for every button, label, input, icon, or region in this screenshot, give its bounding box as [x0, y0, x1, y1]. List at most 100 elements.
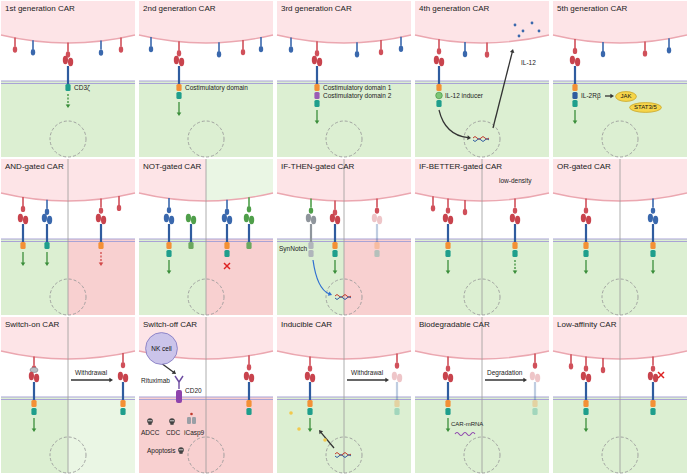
signal-domain [436, 84, 441, 91]
scfv [47, 216, 52, 224]
signal-arrow [22, 252, 23, 263]
antigen-stalk [316, 41, 318, 50]
skull-eye [150, 420, 151, 421]
target-membrane [1, 35, 135, 43]
panel: Biodegradable CAR [415, 317, 549, 473]
panel-ground [1, 317, 135, 473]
antigen [446, 365, 450, 371]
scfv [186, 214, 191, 222]
scfv [249, 374, 254, 382]
scfv [330, 214, 335, 222]
antigen [117, 205, 121, 211]
scfv [191, 216, 196, 224]
t-cell [415, 81, 549, 157]
car-receptor [330, 214, 340, 274]
car-receptor [581, 372, 591, 432]
antigen [643, 50, 647, 56]
stat-protein-outline [630, 103, 662, 113]
panel-title: Inducible CAR [281, 320, 332, 329]
t-cell [139, 81, 273, 157]
hinge-transmembrane [100, 224, 102, 242]
scfv [23, 216, 28, 224]
molecule-dot [297, 427, 301, 431]
t-membrane [277, 81, 411, 82]
signal-arrow [485, 379, 524, 380]
panel-art [415, 317, 549, 473]
panel-title: OR-gated CAR [557, 162, 611, 171]
antigen-stalk [447, 198, 449, 207]
scfv [443, 214, 448, 222]
antigen [399, 46, 403, 52]
signal-arrow [447, 418, 448, 429]
panel: Low-affinity CAR [553, 317, 687, 473]
t-membrane [277, 83, 411, 84]
nucleus [464, 121, 500, 157]
scfv [434, 56, 439, 64]
annotation-label: IL-2Rβ [581, 92, 601, 99]
signal-domain [332, 242, 337, 249]
antigen-stalk [46, 200, 48, 209]
skull-icon [178, 447, 184, 453]
car-receptor [244, 214, 254, 249]
signal-domain [512, 250, 517, 257]
antigen [584, 365, 588, 371]
panel-title: 4th generation CAR [419, 4, 489, 13]
antigen-stalk [602, 358, 604, 367]
panel-art [277, 317, 411, 473]
t-cell [1, 81, 135, 157]
signal-domain [572, 84, 577, 91]
curved-arrow [313, 260, 329, 294]
scfv [392, 372, 397, 380]
antigen-stalk [570, 354, 572, 363]
antigen-stalk [380, 40, 382, 49]
scfv [586, 374, 591, 382]
signal-domain [166, 250, 171, 257]
hinge-transmembrane [376, 224, 378, 242]
signal-arrow [605, 95, 611, 96]
signal-domain [650, 400, 655, 407]
signal-arrow [493, 52, 512, 128]
scfv [244, 214, 249, 222]
scfv [96, 214, 101, 222]
target-cell [1, 1, 135, 43]
nk-cell: NK cell [145, 332, 178, 365]
panel-title: 3rd generation CAR [281, 4, 352, 13]
panel: 1st generation CAR [1, 1, 135, 157]
antigen-stalk [334, 200, 336, 209]
molecule-dot [289, 411, 293, 415]
antigen [119, 46, 123, 52]
skull-icon [148, 423, 151, 425]
signal-arrow [46, 252, 47, 263]
hinge-transmembrane [334, 224, 336, 242]
skull-icon [170, 423, 173, 425]
panel-ground [1, 159, 135, 315]
t-membrane [139, 81, 273, 82]
arrow-head [109, 378, 113, 383]
panel-art [1, 317, 135, 473]
antigen-stalk [396, 354, 398, 363]
signal-domain [332, 250, 337, 257]
divider [344, 317, 345, 473]
arrow-head [610, 94, 614, 99]
scfv [377, 216, 382, 224]
panel-ground [553, 1, 687, 157]
molecule-dot [190, 413, 193, 416]
antigen [569, 363, 573, 369]
hinge-transmembrane [67, 66, 69, 84]
panel-title: IF-BETTER-gated CAR [419, 162, 502, 171]
panel: 3rd generation CAR [277, 1, 411, 157]
scfv [123, 374, 128, 382]
inducer-domain [436, 92, 443, 99]
nk-cell-outline [146, 333, 178, 365]
hinge-transmembrane [33, 382, 35, 400]
signal-arrow [321, 432, 334, 448]
antigen-stalk [248, 355, 250, 364]
hinge-transmembrane [396, 382, 398, 400]
antigen-stalk [585, 356, 587, 365]
icasp9 [187, 417, 191, 424]
signal-domain [650, 242, 655, 249]
icasp9 [192, 417, 196, 424]
antigen-stalk [585, 198, 587, 207]
car-receptor [96, 214, 106, 266]
antigen [463, 51, 467, 57]
